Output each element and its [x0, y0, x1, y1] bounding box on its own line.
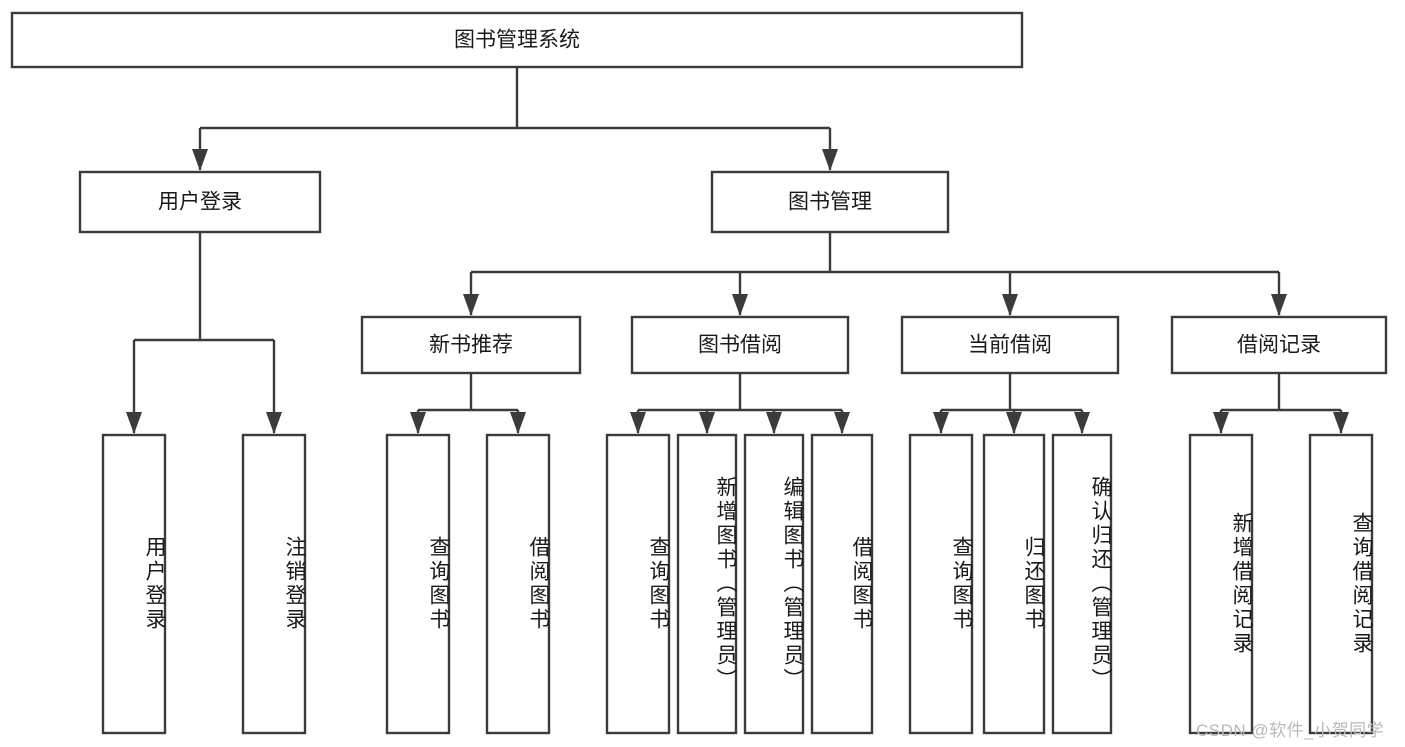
level3-node-0-box[interactable]: [360, 315, 582, 375]
leaf-node-8-box[interactable]: [908, 433, 974, 735]
leaf-node-10-box[interactable]: [1051, 433, 1113, 735]
node-box-layer: [10, 11, 1388, 735]
level3-arrow-1: [732, 294, 748, 316]
leaf-arrow-3-2: [1074, 412, 1090, 434]
leaf-node-1-box[interactable]: [241, 433, 307, 735]
leaf-arrow-2-0: [630, 412, 646, 434]
leaf-node-2-box[interactable]: [385, 433, 451, 735]
leaf-node-3-box[interactable]: [485, 433, 551, 735]
leaf-node-0-box[interactable]: [101, 433, 167, 735]
level3-node-1-label: 图书借阅: [698, 334, 782, 357]
leaf-arrow-4-1: [1333, 412, 1349, 434]
leaf-arrow-3-1: [1006, 412, 1022, 434]
connector-layer: [126, 67, 1349, 434]
leaf-arrow-1-0: [410, 412, 426, 434]
level3-node-3-label: 借阅记录: [1237, 334, 1321, 357]
level3-arrow-3: [1271, 294, 1287, 316]
level2-node-0-box[interactable]: [78, 170, 322, 234]
leaf-arrow-4-0: [1213, 412, 1229, 434]
leaf-node-7-box[interactable]: [810, 433, 874, 735]
leaf-node-4-box[interactable]: [605, 433, 671, 735]
level3-arrow-0: [463, 294, 479, 316]
level3-node-2-label: 当前借阅: [968, 334, 1052, 357]
leaf-arrow-2-1: [699, 412, 715, 434]
level2-arrow-1: [822, 149, 838, 171]
level2-node-0-label: 用户登录: [158, 191, 242, 214]
level2-arrow-0: [192, 149, 208, 171]
root-node-label: 图书管理系统: [454, 29, 580, 52]
leaf-node-6-box[interactable]: [743, 433, 805, 735]
leaf-node-11-box[interactable]: [1188, 433, 1254, 735]
level3-node-0-label: 新书推荐: [429, 334, 513, 357]
leaf-arrow-2-2: [766, 412, 782, 434]
leaf-arrow-0-1: [266, 412, 282, 434]
leaf-arrow-0-0: [126, 412, 142, 434]
level3-node-1-box[interactable]: [630, 315, 850, 375]
root-node-box[interactable]: [10, 11, 1024, 69]
leaf-node-9-box[interactable]: [982, 433, 1046, 735]
leaf-node-12-box[interactable]: [1308, 433, 1374, 735]
level3-node-2-box[interactable]: [900, 315, 1120, 375]
level3-node-3-box[interactable]: [1170, 315, 1388, 375]
level2-node-1-label: 图书管理: [788, 191, 872, 214]
csdn-watermark: CSDN @软件_小贺同学: [1196, 721, 1385, 740]
level2-node-1-box[interactable]: [710, 170, 950, 234]
leaf-arrow-1-1: [510, 412, 526, 434]
leaf-arrow-2-3: [834, 412, 850, 434]
leaf-node-5-box[interactable]: [676, 433, 738, 735]
leaf-arrow-3-0: [933, 412, 949, 434]
level3-arrow-2: [1002, 294, 1018, 316]
